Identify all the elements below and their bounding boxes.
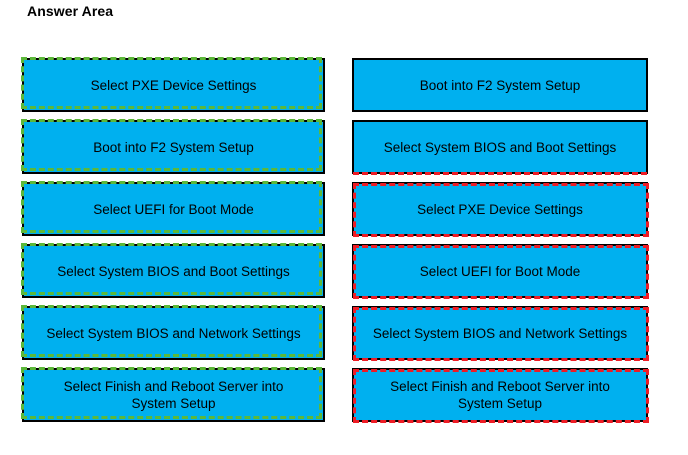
- option-label: Select System BIOS and Boot Settings: [57, 263, 290, 279]
- answer-option-3[interactable]: Select PXE Device Settings: [352, 182, 649, 237]
- answer-option-5[interactable]: Select System BIOS and Network Settings: [352, 306, 649, 361]
- option-label: Select Finish and Reboot Server into Sys…: [63, 379, 284, 411]
- source-option-4[interactable]: Select System BIOS and Boot Settings: [21, 243, 325, 298]
- option-label: Select PXE Device Settings: [90, 77, 257, 93]
- source-option-1[interactable]: Select PXE Device Settings: [21, 57, 325, 112]
- answer-option-1[interactable]: Boot into F2 System Setup: [352, 58, 648, 112]
- option-label: Select System BIOS and Network Settings: [372, 325, 628, 341]
- answer-column: Boot into F2 System Setup Select System …: [352, 58, 649, 423]
- answer-option-2[interactable]: Select System BIOS and Boot Settings: [352, 120, 648, 175]
- source-option-3[interactable]: Select UEFI for Boot Mode: [21, 181, 325, 236]
- option-label: Boot into F2 System Setup: [419, 77, 581, 93]
- source-option-5[interactable]: Select System BIOS and Network Settings: [21, 305, 325, 360]
- option-label: Select System BIOS and Network Settings: [46, 325, 301, 341]
- option-label: Select PXE Device Settings: [417, 201, 583, 217]
- option-label: Select Finish and Reboot Server into Sys…: [390, 379, 610, 411]
- answer-option-4[interactable]: Select UEFI for Boot Mode: [352, 244, 649, 299]
- source-option-2[interactable]: Boot into F2 System Setup: [21, 119, 325, 174]
- option-label: Select UEFI for Boot Mode: [419, 263, 581, 279]
- option-label: Select System BIOS and Boot Settings: [383, 139, 617, 155]
- source-column: Select PXE Device Settings Boot into F2 …: [21, 57, 325, 422]
- page-title: Answer Area: [27, 3, 114, 19]
- option-label: Boot into F2 System Setup: [93, 139, 254, 155]
- source-option-6[interactable]: Select Finish and Reboot Server into Sys…: [21, 367, 325, 422]
- option-label: Select UEFI for Boot Mode: [93, 201, 254, 217]
- answer-option-6[interactable]: Select Finish and Reboot Server into Sys…: [352, 368, 649, 423]
